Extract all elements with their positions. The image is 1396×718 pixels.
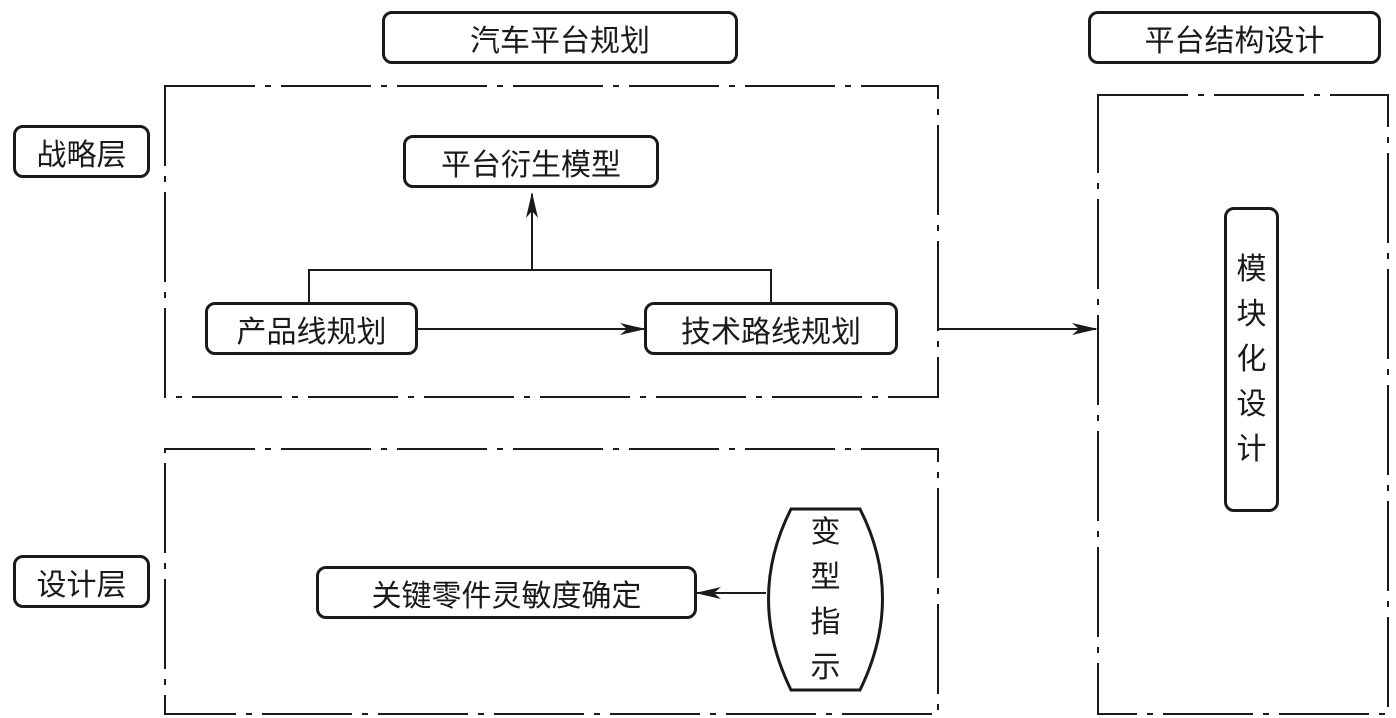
modular-char: 设 [1236,387,1267,422]
derivative-model-text: 平台衍生模型 [441,147,621,183]
tech-route-node: 技术路线规划 [644,302,898,355]
variant-instruction-text: 变 型 指 示 [791,509,860,690]
variant-instruction-shape [767,507,884,692]
variant-char: 指 [810,604,841,640]
derivative-model-node: 平台衍生模型 [403,135,659,188]
header-platform-structure-label: 平台结构设计 [1144,23,1325,59]
modular-char: 块 [1236,297,1267,332]
variant-char: 示 [810,649,841,685]
header-platform-structure: 平台结构设计 [1088,11,1381,64]
key-parts-node: 关键零件灵敏度确定 [316,566,697,619]
modular-char: 模 [1236,252,1267,287]
header-platform-planning: 汽车平台规划 [382,11,738,64]
key-parts-text: 关键零件灵敏度确定 [371,578,642,614]
structure-frame [1097,94,1389,715]
product-line-node: 产品线规划 [205,302,418,355]
design-layer-text: 设计层 [36,567,127,603]
merge-connector [308,269,772,302]
design-layer-label: 设计层 [13,555,150,608]
variant-char: 型 [810,559,841,595]
strategy-layer-frame [164,85,939,398]
modular-design-node: 模 块 化 设 计 [1224,207,1279,512]
product-line-text: 产品线规划 [236,314,387,350]
tech-route-text: 技术路线规划 [681,314,861,350]
header-platform-planning-label: 汽车平台规划 [470,23,650,59]
modular-char: 化 [1236,342,1267,377]
variant-char: 变 [810,514,841,550]
strategy-layer-label: 战略层 [13,125,150,178]
strategy-layer-text: 战略层 [36,137,127,173]
design-layer-frame [164,448,939,715]
modular-char: 计 [1236,432,1267,467]
